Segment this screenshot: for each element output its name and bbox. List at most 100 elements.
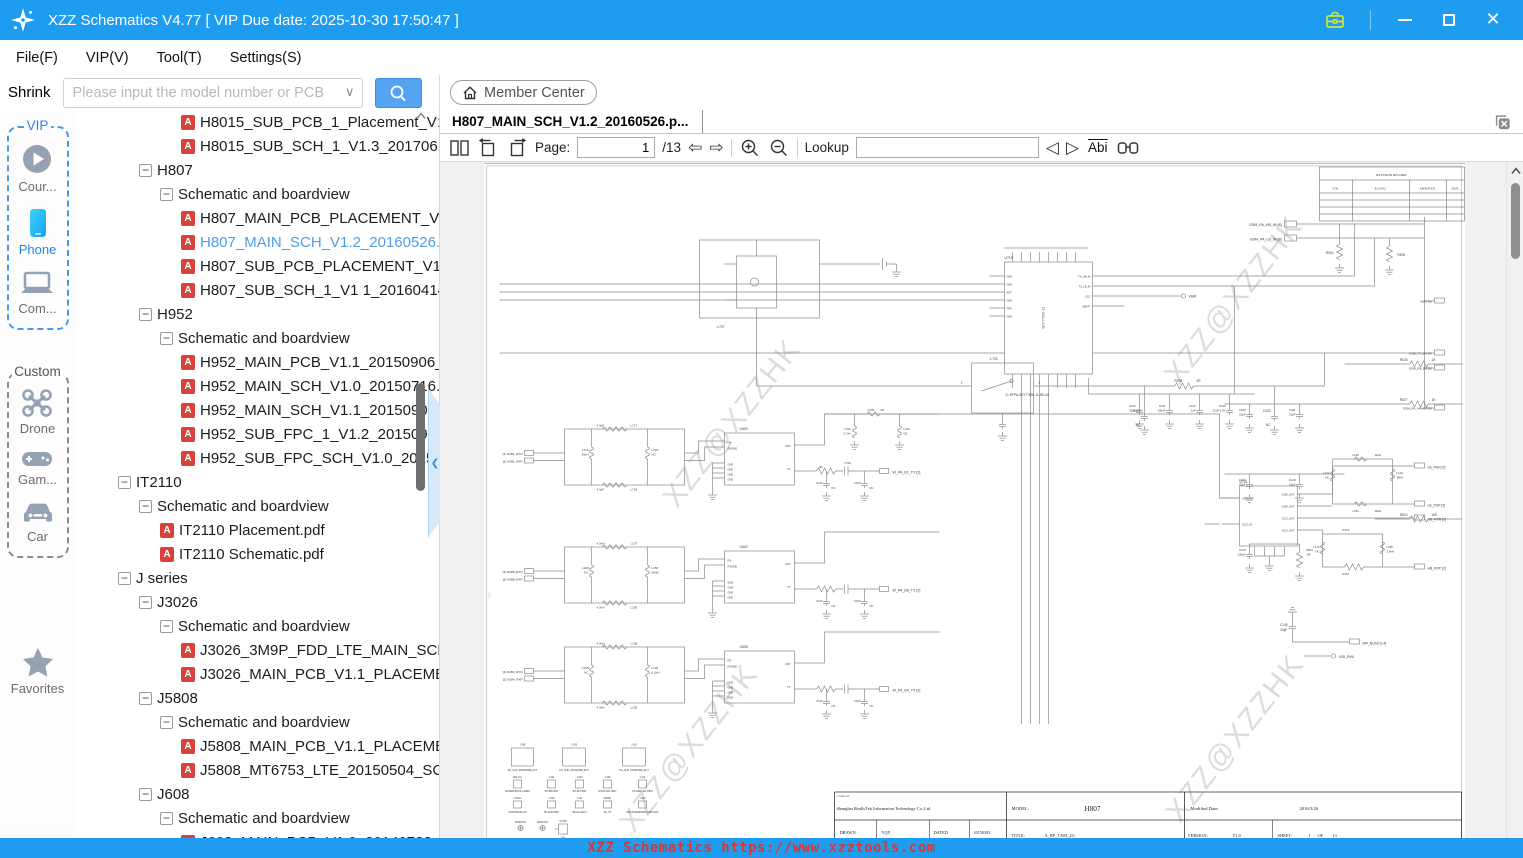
zoom-in-icon[interactable] [739,137,761,159]
sidebar-item-game[interactable]: Gam... [18,449,57,487]
next-page-icon[interactable]: ⇨ [709,138,723,158]
tree-file[interactable]: AIT2110 Placement.pdf [75,518,439,542]
collapse-icon[interactable]: − [118,476,131,489]
schematic-label: C111 [1289,408,1296,412]
collapse-icon[interactable]: − [139,308,152,321]
tree-node[interactable]: −J series [75,566,439,590]
tree-scroll-up-icon[interactable] [416,112,426,120]
menu-item-settingss[interactable]: Settings(S) [230,50,302,66]
find-previous-icon[interactable]: ◁ [1046,138,1059,158]
document-tab[interactable]: H807_MAIN_SCH_V1.2_20160526.p... [440,110,703,133]
maximize-button[interactable] [1439,10,1459,30]
menu-item-toolt[interactable]: Tool(T) [157,50,202,66]
tree-file[interactable]: AJ5808_MAIN_PCB_V1.1_PLACEMEN [75,734,439,758]
tree-node[interactable]: −H952 [75,302,439,326]
sidebar-item-computer[interactable]: Com... [18,270,56,316]
prev-page-icon[interactable]: ⇦ [688,138,702,158]
menu-item-vipv[interactable]: VIP(V) [86,50,129,66]
collapse-icon[interactable]: − [160,188,173,201]
rotate-left-icon[interactable] [477,137,499,159]
tree-file[interactable]: AH8015_SUB_PCB_1_Placement_V1 [75,110,439,134]
schematic-label: VDD_PMU [1339,655,1355,659]
tree-file[interactable]: AJ3026_3M9P_FDD_LTE_MAIN_SCH [75,638,439,662]
tree-node[interactable]: −H807 [75,158,439,182]
tree-file[interactable]: AJ3026_MAIN_PCB_V1.1_PLACEMEN [75,662,439,686]
schematic-label: TX [787,467,791,471]
tree-node[interactable]: −J5808 [75,686,439,710]
tree-node[interactable]: −Schematic and boardview [75,614,439,638]
vip-briefcase-icon[interactable] [1324,10,1346,30]
collapse-icon[interactable]: − [139,596,152,609]
tree-item-label: J5808_MAIN_PCB_V1.1_PLACEMEN [200,738,439,755]
page-number-input[interactable] [577,137,655,158]
schematic-label: GND [1007,283,1013,287]
schematic-label: HB_RXP [2] [1428,567,1446,571]
schematic-label: C142 [1189,404,1196,408]
tree-node[interactable]: −J3026 [75,590,439,614]
tree-file[interactable]: AIT2110 Schematic.pdf [75,542,439,566]
schematic-label: L151 [1353,509,1360,513]
sidebar-item-drone[interactable]: Drone [20,388,55,436]
computer-label: Com... [18,301,56,316]
close-tabs-icon[interactable] [1493,113,1511,131]
sidebar-item-phone[interactable]: Phone [19,207,57,257]
tree-node[interactable]: −Schematic and boardview [75,806,439,830]
tree-file[interactable]: AH807_SUB_PCB_PLACEMENT_V1.0 [75,254,439,278]
tree-file[interactable]: AH952_MAIN_SCH_V1.0_20150716. [75,374,439,398]
laptop-icon [19,270,55,298]
tree-file[interactable]: AH8015_SUB_SCH_1_V1.3_20170613 [75,134,439,158]
tree-file[interactable]: AJ608_MAIN_PCB_V1.0_20140722_P [75,830,439,838]
match-case-button[interactable]: Abi [1088,140,1108,155]
schematic-label: GND [1007,275,1013,279]
binoculars-icon[interactable] [1117,137,1139,159]
scroll-up-icon[interactable] [1511,167,1521,175]
collapse-icon[interactable]: − [160,716,173,729]
collapse-icon[interactable]: − [139,788,152,801]
sidebar-item-course[interactable]: Cour... [18,142,56,194]
tree-file[interactable]: AH952_SUB_FPC_SCH_V1.0_201507 [75,446,439,470]
tree-node[interactable]: −Schematic and boardview [75,182,439,206]
search-button[interactable] [375,78,422,108]
rotate-right-icon[interactable] [506,137,528,159]
tree-file[interactable]: AH807_MAIN_SCH_V1.2_20160526.p [75,230,439,254]
tree-node[interactable]: −J608 [75,782,439,806]
menu-item-filef[interactable]: File(F) [16,50,58,66]
tree-file[interactable]: AH807_MAIN_PCB_PLACEMENT_V1 [75,206,439,230]
tree-node[interactable]: −Schematic and boardview [75,326,439,350]
collapse-icon[interactable]: − [139,500,152,513]
tree-node[interactable]: −Schematic and boardview [75,494,439,518]
minimize-button[interactable] [1395,10,1415,30]
tree-file[interactable]: AH952_MAIN_SCH_V1.1_20150901. [75,398,439,422]
collapse-icon[interactable]: − [160,620,173,633]
chevron-down-icon[interactable]: ∨ [345,84,355,100]
tree-file[interactable]: AH952_SUB_FPC_1_V1.2_20150916_ [75,422,439,446]
member-center-button[interactable]: Member Center [450,80,597,105]
collapse-icon[interactable]: − [160,812,173,825]
zoom-out-icon[interactable] [768,137,790,159]
sidebar-item-favorites[interactable]: Favorites [11,646,64,696]
tree-item-label: IT2110 Placement.pdf [179,522,325,539]
viewer-scrollbar[interactable] [1506,162,1523,838]
sidebar-item-car[interactable]: Car [21,500,55,544]
collapse-icon[interactable]: − [118,572,131,585]
two-page-view-icon[interactable] [448,137,470,159]
search-input[interactable] [63,78,363,108]
find-next-icon[interactable]: ▷ [1066,138,1079,158]
tree-scrollbar-thumb[interactable] [416,383,425,491]
collapse-icon[interactable]: − [160,332,173,345]
tree-node[interactable]: −Schematic and boardview [75,710,439,734]
shrink-button[interactable]: Shrink [8,84,51,101]
tree-node[interactable]: −IT2110 [75,470,439,494]
sheet-title-value: A_RF_TXM_2G [1045,833,1076,838]
collapse-icon[interactable]: − [139,164,152,177]
schematic-label: VCC [1085,295,1091,299]
schematic-label: VBATT [1082,305,1091,309]
close-button[interactable]: ✕ [1483,10,1503,30]
viewer-scrollbar-thumb[interactable] [1511,183,1520,259]
document-canvas[interactable]: XZZ@XZZHK XZZ@XZZHK XZZ@XZZHK XZZ@XZZHK … [440,162,1523,838]
tree-file[interactable]: AH807_SUB_SCH_1_V1 1_20160414. [75,278,439,302]
tree-file[interactable]: AJ5808_MT6753_LTE_20150504_SCH [75,758,439,782]
tree-file[interactable]: AH952_MAIN_PCB_V1.1_20150906_ [75,350,439,374]
lookup-input[interactable] [856,137,1039,158]
collapse-icon[interactable]: − [139,692,152,705]
